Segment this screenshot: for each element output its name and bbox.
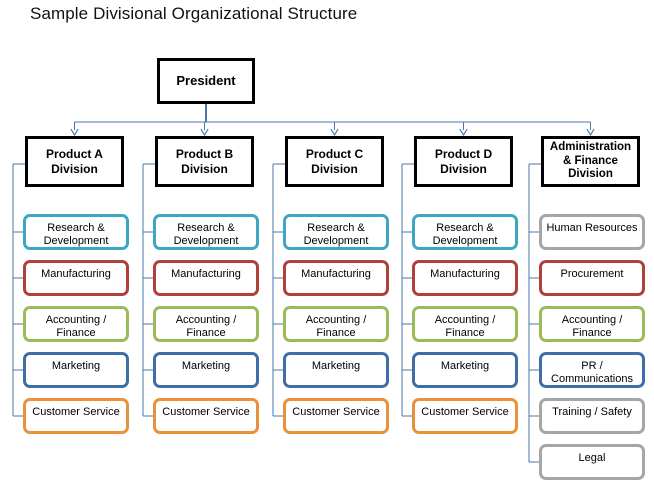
node-product-b-unit-3[interactable]: Marketing [153, 352, 259, 388]
node-product-d-unit-4[interactable]: Customer Service [412, 398, 518, 434]
node-product-d-unit-4-label: Customer Service [421, 406, 509, 418]
node-product-c-unit-1-label: Manufacturing [301, 268, 371, 280]
node-product-a-unit-0-label: Research & Development [43, 222, 109, 247]
node-product-c-unit-3-label: Marketing [311, 360, 361, 372]
node-product-d-unit-1[interactable]: Manufacturing [412, 260, 518, 296]
node-product-a-unit-4[interactable]: Customer Service [23, 398, 129, 434]
node-product-b-unit-4-label: Customer Service [162, 406, 250, 418]
node-administration-finance-unit-5[interactable]: Legal [539, 444, 645, 480]
node-product-d[interactable]: Product D Division [414, 136, 513, 187]
node-administration-finance-unit-0[interactable]: Human Resources [539, 214, 645, 250]
node-product-b-unit-4[interactable]: Customer Service [153, 398, 259, 434]
node-product-b-unit-0[interactable]: Research & Development [153, 214, 259, 250]
node-product-d-unit-3[interactable]: Marketing [412, 352, 518, 388]
node-product-a-unit-4-label: Customer Service [32, 406, 120, 418]
node-product-b-unit-1-label: Manufacturing [171, 268, 241, 280]
node-product-b-unit-3-label: Marketing [181, 360, 231, 372]
node-product-a[interactable]: Product A Division [25, 136, 124, 187]
node-administration-finance-unit-2[interactable]: Accounting / Finance [539, 306, 645, 342]
node-president[interactable]: President [157, 58, 255, 104]
node-product-a-label: Product A Division [46, 147, 103, 176]
node-product-d-unit-0[interactable]: Research & Development [412, 214, 518, 250]
node-product-d-unit-2-label: Accounting / Finance [434, 314, 496, 339]
node-product-c-unit-4-label: Customer Service [292, 406, 380, 418]
node-administration-finance-unit-5-label: Legal [578, 452, 606, 464]
node-product-c-unit-2[interactable]: Accounting / Finance [283, 306, 389, 342]
node-product-a-unit-2[interactable]: Accounting / Finance [23, 306, 129, 342]
node-product-c-unit-0-label: Research & Development [303, 222, 369, 247]
node-administration-finance-label: Administration & Finance Division [549, 141, 632, 181]
node-product-b-label: Product B Division [175, 147, 234, 176]
node-president-label: President [176, 73, 236, 89]
node-product-d-unit-3-label: Marketing [440, 360, 490, 372]
node-product-c[interactable]: Product C Division [285, 136, 384, 187]
node-administration-finance-unit-4-label: Training / Safety [552, 406, 632, 418]
node-product-c-unit-4[interactable]: Customer Service [283, 398, 389, 434]
node-product-c-label: Product C Division [305, 147, 364, 176]
node-product-a-unit-1[interactable]: Manufacturing [23, 260, 129, 296]
node-administration-finance[interactable]: Administration & Finance Division [541, 136, 640, 187]
node-product-b-unit-2[interactable]: Accounting / Finance [153, 306, 259, 342]
node-product-c-unit-3[interactable]: Marketing [283, 352, 389, 388]
node-product-b[interactable]: Product B Division [155, 136, 254, 187]
page-title: Sample Divisional Organizational Structu… [30, 4, 358, 23]
node-product-a-unit-1-label: Manufacturing [41, 268, 111, 280]
node-product-b-unit-2-label: Accounting / Finance [175, 314, 237, 339]
node-administration-finance-unit-3[interactable]: PR / Communications [539, 352, 645, 388]
node-administration-finance-unit-4[interactable]: Training / Safety [539, 398, 645, 434]
node-administration-finance-unit-0-label: Human Resources [546, 222, 638, 234]
node-product-c-unit-0[interactable]: Research & Development [283, 214, 389, 250]
node-product-a-unit-3[interactable]: Marketing [23, 352, 129, 388]
node-product-b-unit-0-label: Research & Development [173, 222, 239, 247]
node-administration-finance-unit-1[interactable]: Procurement [539, 260, 645, 296]
node-administration-finance-unit-3-label: PR / Communications [551, 360, 633, 385]
node-product-c-unit-2-label: Accounting / Finance [305, 314, 367, 339]
node-product-a-unit-3-label: Marketing [51, 360, 101, 372]
node-product-d-unit-1-label: Manufacturing [430, 268, 500, 280]
node-administration-finance-unit-2-label: Accounting / Finance [561, 314, 623, 339]
node-product-d-unit-0-label: Research & Development [432, 222, 498, 247]
node-product-c-unit-1[interactable]: Manufacturing [283, 260, 389, 296]
node-product-b-unit-1[interactable]: Manufacturing [153, 260, 259, 296]
node-product-a-unit-0[interactable]: Research & Development [23, 214, 129, 250]
node-product-a-unit-2-label: Accounting / Finance [45, 314, 107, 339]
node-product-d-unit-2[interactable]: Accounting / Finance [412, 306, 518, 342]
node-product-d-label: Product D Division [434, 147, 493, 176]
node-administration-finance-unit-1-label: Procurement [560, 268, 624, 280]
